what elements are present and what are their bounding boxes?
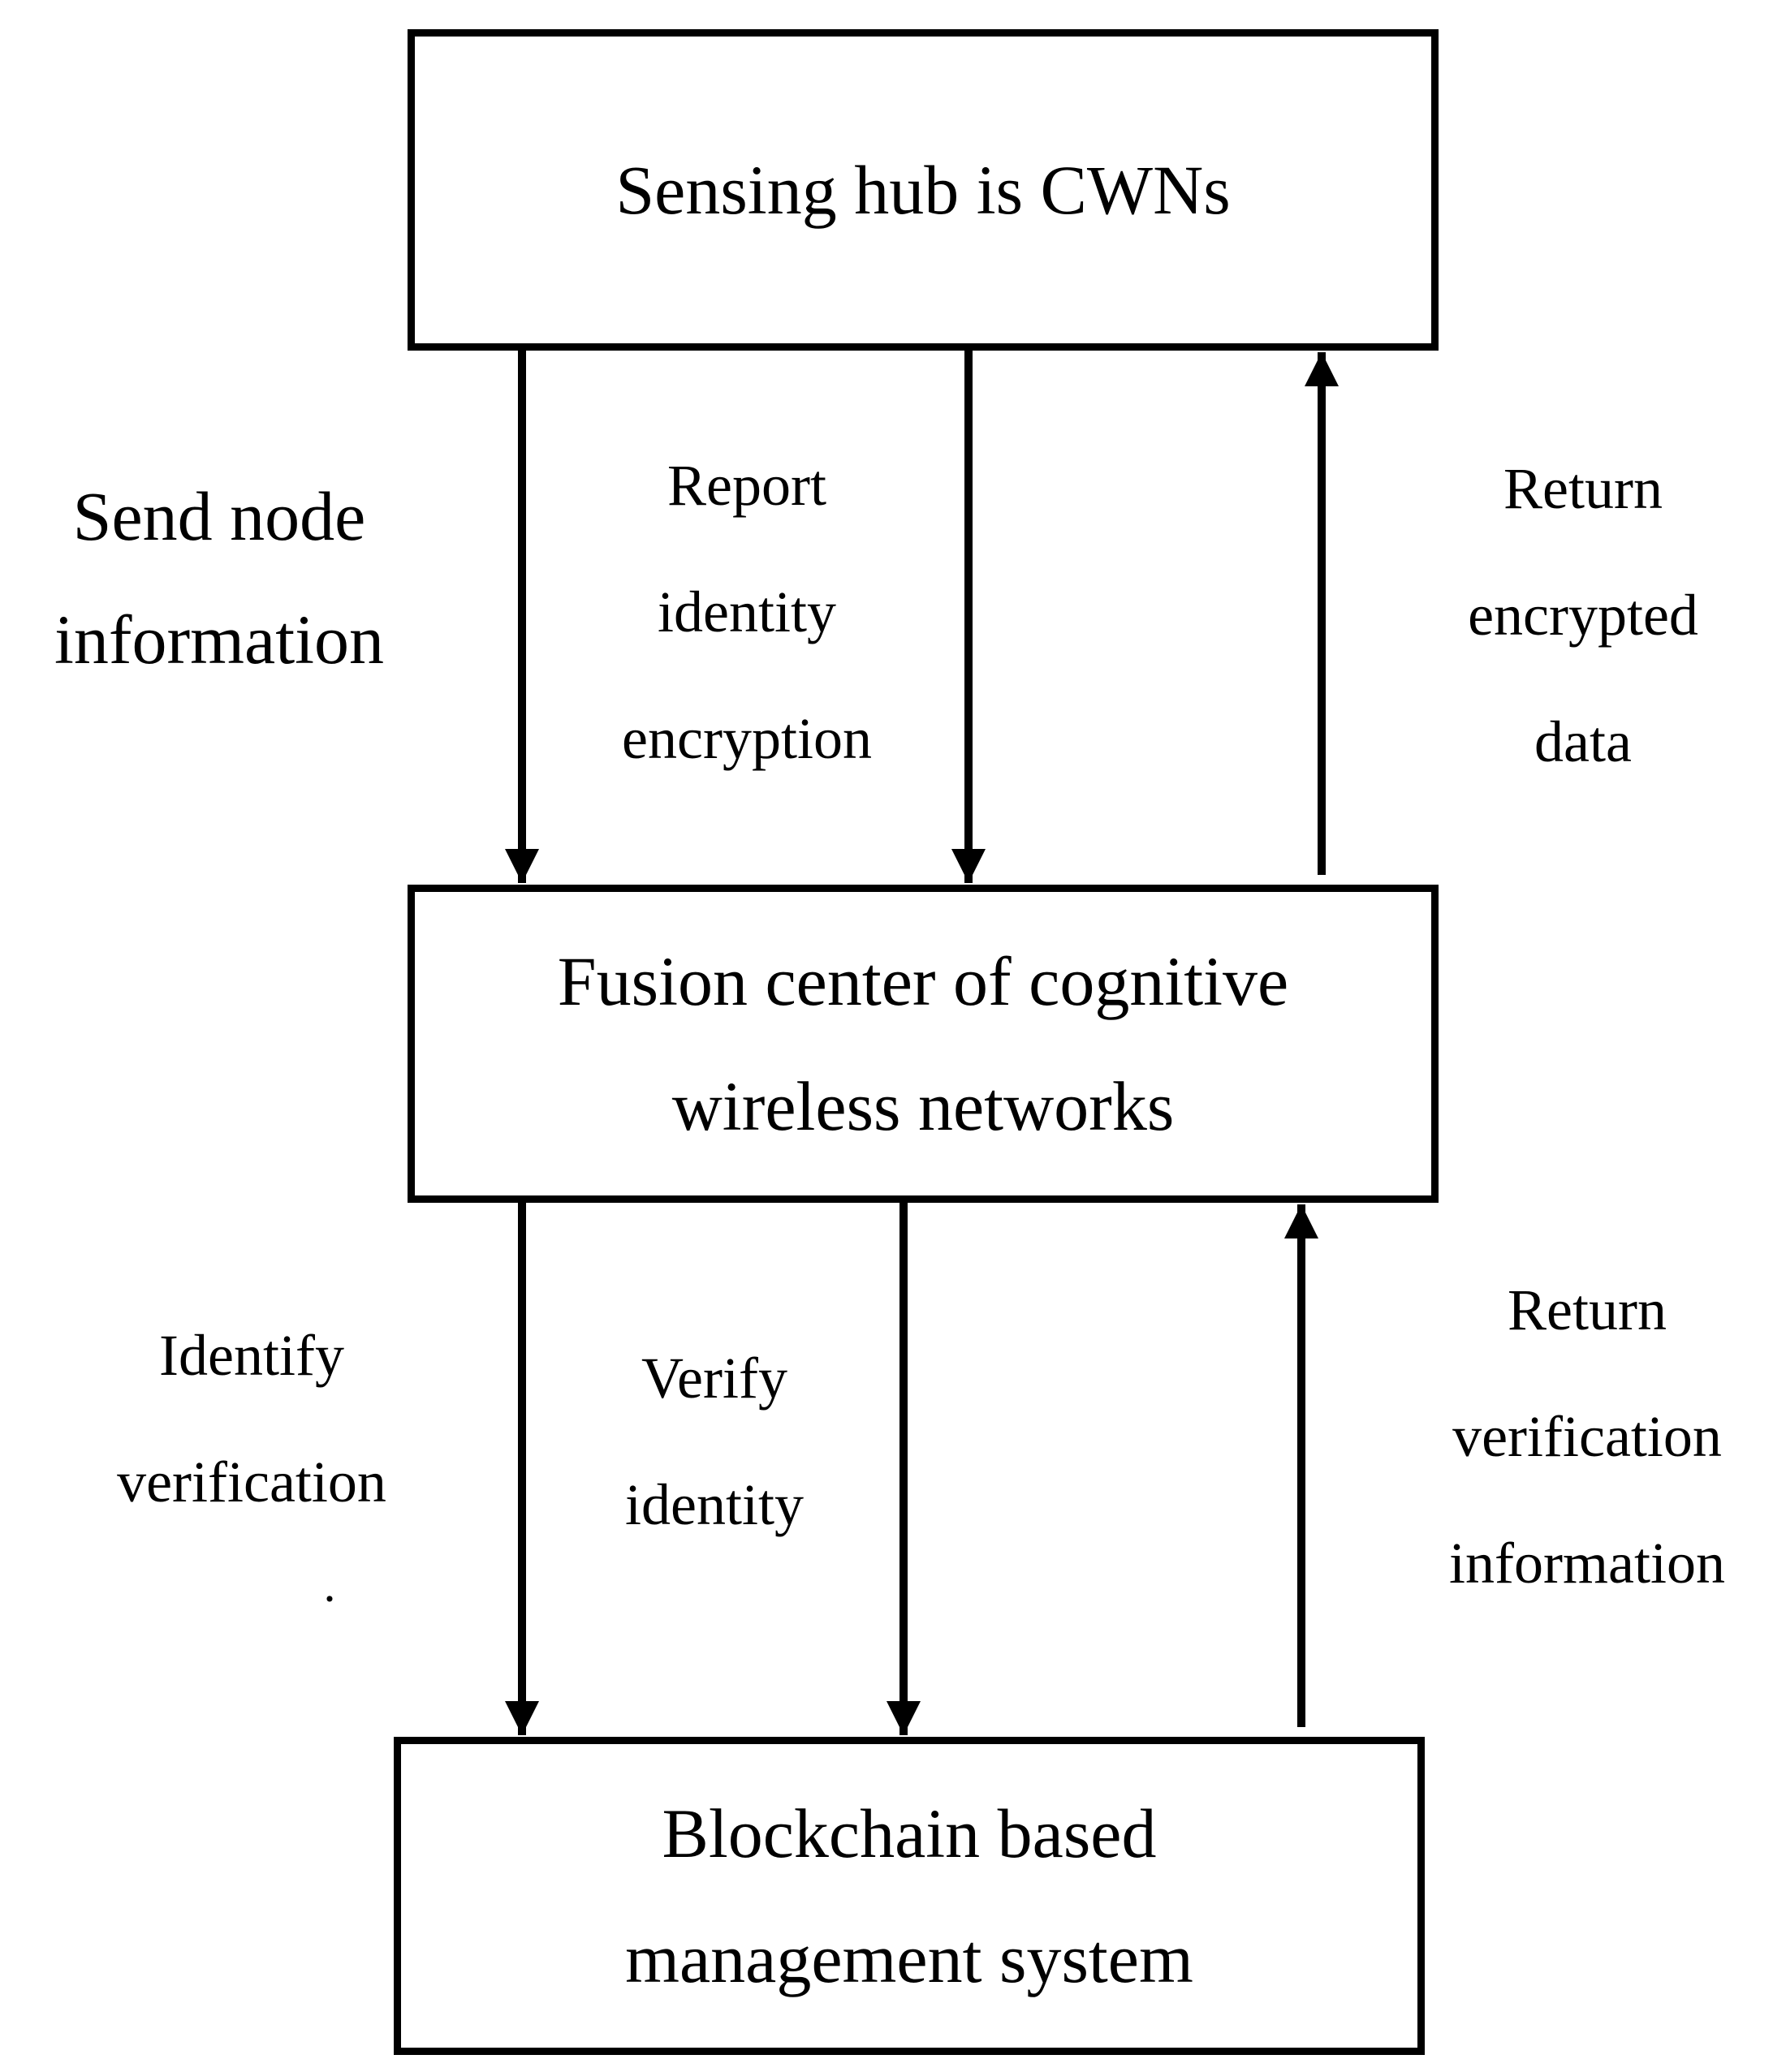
identify-verification-label: Identify verification: [117, 1323, 386, 1514]
fusion-center-box: Fusion center of cognitive wireless netw…: [408, 885, 1439, 1203]
return-verification-information-label: Return verification information: [1449, 1277, 1725, 1596]
blockchain-box: Blockchain based management system: [394, 1737, 1425, 2055]
report-identity-encryption-label: Report identity encryption: [622, 453, 872, 771]
identify-verification-mark: ·: [321, 1572, 338, 1626]
send-node-information-label: Send node information: [54, 477, 385, 678]
verify-identity-label: Verify identity: [625, 1346, 804, 1537]
blockchain-label: Blockchain based management system: [625, 1794, 1193, 1997]
return-encrypted-data-label: Return encrypted data: [1468, 456, 1698, 774]
sensing-hub-label: Sensing hub is CWNs: [615, 151, 1231, 229]
sensing-hub-box: Sensing hub is CWNs: [408, 29, 1439, 351]
fusion-center-label: Fusion center of cognitive wireless netw…: [557, 942, 1289, 1145]
